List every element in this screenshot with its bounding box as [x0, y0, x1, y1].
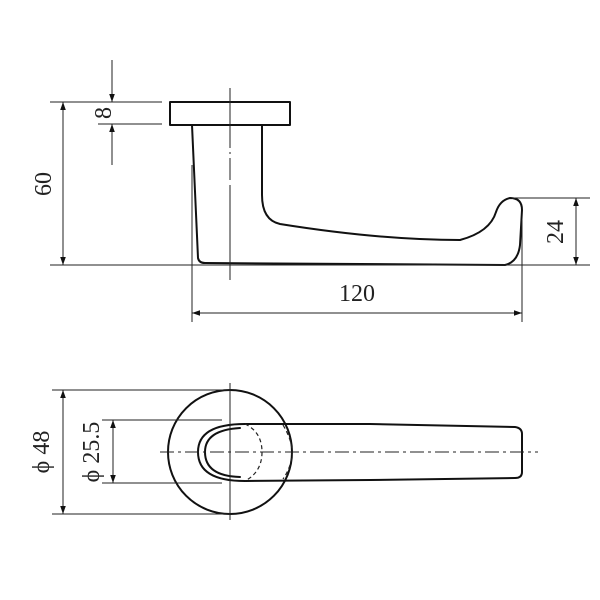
lever-top-outline	[197, 423, 523, 482]
dim-label-phi48: ϕ 48	[29, 431, 55, 474]
dim-label-120: 120	[339, 281, 375, 307]
lever-body	[191, 124, 523, 266]
top-view: ϕ 48 ϕ 25.5	[29, 383, 538, 520]
dim-label-phi25-5: ϕ 25.5	[79, 422, 105, 483]
dim-label-8: 8	[91, 107, 117, 119]
dim-label-60: 60	[31, 172, 57, 196]
dim-label-24: 24	[543, 220, 569, 244]
side-view: 8 60 120 24	[31, 60, 590, 322]
hidden-neck-circle	[244, 423, 263, 482]
